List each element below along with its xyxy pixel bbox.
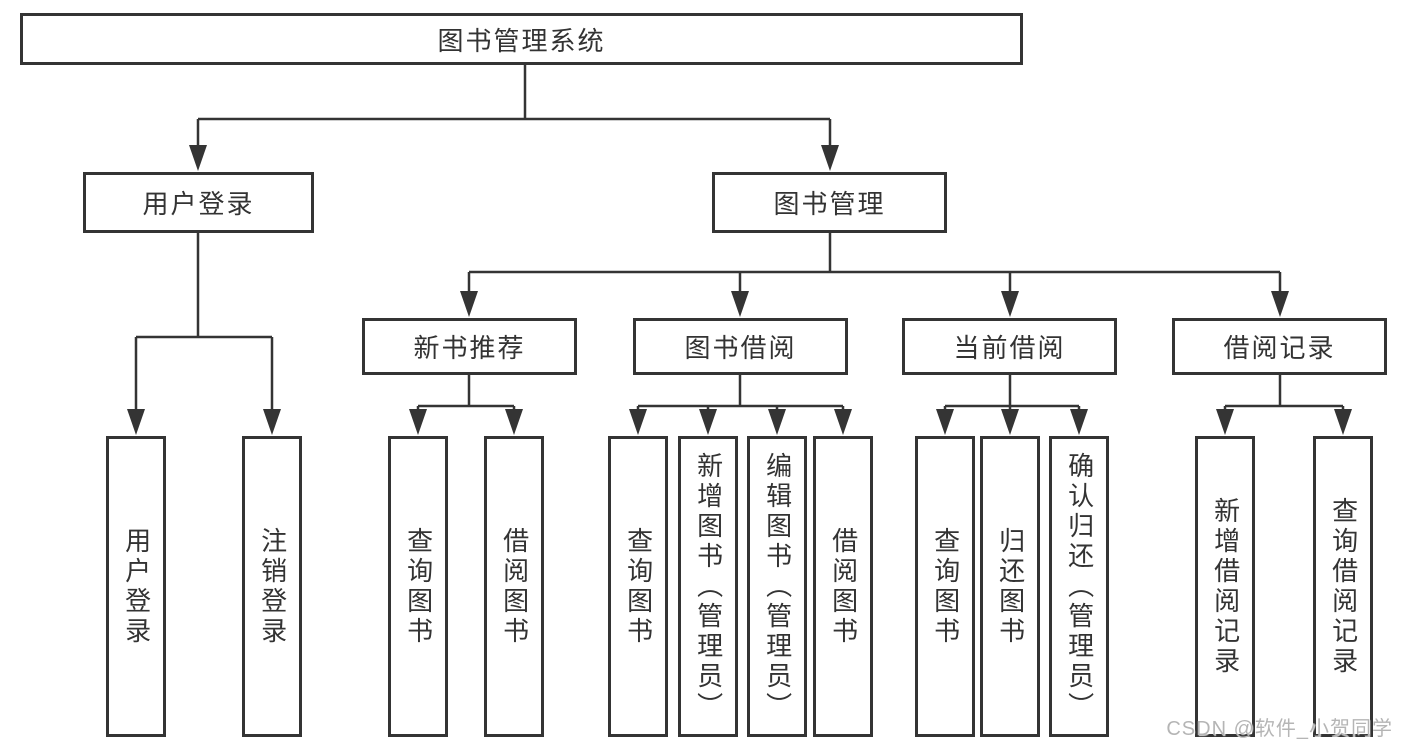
node-label: 查询图书 bbox=[623, 526, 654, 647]
leaf-query-books-recommend: 查询图书 bbox=[388, 436, 448, 737]
node-label: 归还图书 bbox=[995, 526, 1026, 647]
node-label: 用户登录 bbox=[142, 189, 255, 219]
node-label: 图书管理 bbox=[773, 189, 886, 219]
node-label: 用户登录 bbox=[121, 526, 152, 647]
node-new-book-recommendation: 新书推荐 bbox=[362, 318, 577, 375]
node-label: 图书借阅 bbox=[684, 333, 797, 363]
leaf-borrow-books-recommend: 借阅图书 bbox=[484, 436, 544, 737]
node-label: 借阅图书 bbox=[828, 526, 859, 647]
leaf-query-borrow-record: 查询借阅记录 bbox=[1313, 436, 1373, 737]
leaf-query-books-borrow: 查询图书 bbox=[608, 436, 668, 737]
leaf-add-books-admin: 新增图书（管理员） bbox=[678, 436, 738, 737]
node-label: 查询借阅记录 bbox=[1328, 496, 1359, 677]
node-label: 确认归还（管理员） bbox=[1064, 451, 1095, 722]
node-user-login: 用户登录 bbox=[83, 172, 314, 233]
leaf-return-books: 归还图书 bbox=[980, 436, 1040, 737]
node-label: 当前借阅 bbox=[953, 333, 1066, 363]
node-label: 图书管理系统 bbox=[437, 25, 606, 56]
node-label: 查询图书 bbox=[930, 526, 961, 647]
leaf-confirm-return-admin: 确认归还（管理员） bbox=[1049, 436, 1109, 737]
node-library-management-system: 图书管理系统 bbox=[20, 13, 1023, 65]
node-label: 借阅记录 bbox=[1223, 333, 1336, 363]
leaf-add-borrow-record: 新增借阅记录 bbox=[1195, 436, 1255, 737]
node-label: 编辑图书（管理员） bbox=[762, 451, 793, 722]
node-label: 注销登录 bbox=[257, 526, 288, 647]
leaf-borrow-books: 借阅图书 bbox=[813, 436, 873, 737]
node-label: 新增图书（管理员） bbox=[693, 451, 724, 722]
node-label: 新增借阅记录 bbox=[1210, 496, 1241, 677]
node-label: 查询图书 bbox=[403, 526, 434, 647]
node-label: 借阅图书 bbox=[499, 526, 530, 647]
node-current-borrowing: 当前借阅 bbox=[902, 318, 1117, 375]
leaf-query-books-current: 查询图书 bbox=[915, 436, 975, 737]
leaf-user-login: 用户登录 bbox=[106, 436, 166, 737]
csdn-watermark: CSDN @软件_小贺同学 bbox=[1166, 718, 1393, 740]
node-label: 新书推荐 bbox=[413, 333, 526, 363]
leaf-logout: 注销登录 bbox=[242, 436, 302, 737]
node-book-management: 图书管理 bbox=[712, 172, 947, 233]
node-book-borrowing: 图书借阅 bbox=[633, 318, 848, 375]
leaf-edit-books-admin: 编辑图书（管理员） bbox=[747, 436, 807, 737]
node-borrowing-records: 借阅记录 bbox=[1172, 318, 1387, 375]
